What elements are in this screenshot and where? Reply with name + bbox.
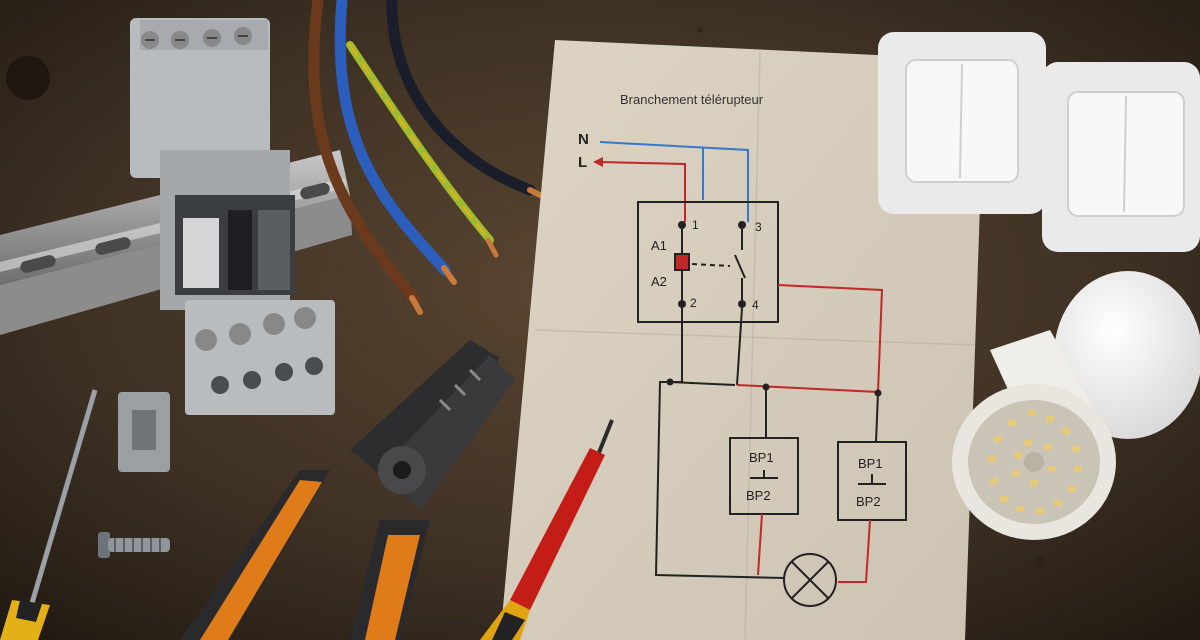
push-button-2-top-label: BP1: [858, 456, 883, 471]
terminal-label-3: 3: [755, 220, 762, 234]
terminal-label-1: 1: [692, 218, 699, 232]
neutral-label: N: [578, 131, 589, 148]
wire-bundle: [308, 0, 563, 315]
wiring-diagram-paper: [500, 40, 985, 640]
screwdriver-left: [0, 389, 98, 640]
live-label: L: [578, 154, 588, 171]
push-button-2-bottom-label: BP2: [856, 494, 881, 509]
neutral-wire-line: [599, 141, 749, 222]
terminal-label-2: 2: [690, 296, 697, 310]
circuit-diagram: [593, 141, 907, 607]
coil-symbol: [674, 253, 690, 271]
led-bulb: [952, 271, 1200, 540]
coil-label-a1: A1: [651, 238, 667, 253]
push-button-box-2: [837, 441, 907, 521]
coil-label-a2: A2: [651, 274, 667, 289]
push-button-1-top-label: BP1: [749, 450, 774, 465]
wire-blue: [334, 0, 451, 276]
bottom-terminal-screws: [195, 307, 323, 394]
wall-switch-2: [1042, 62, 1200, 252]
wire-brown: [308, 0, 421, 306]
wall-switch-1: [878, 32, 1046, 214]
diagram-title: Branchement télérupteur: [620, 92, 764, 107]
push-button-1-bottom-label: BP2: [746, 488, 771, 503]
terminal-label-4: 4: [752, 298, 759, 312]
screw: [98, 532, 170, 558]
lamp-symbol: [783, 553, 837, 607]
push-button-box-1: [729, 437, 799, 515]
relay-module: [130, 18, 335, 415]
workbench-hole: [6, 56, 50, 100]
top-terminal-screws: [141, 27, 252, 49]
relay-symbol-box: [637, 201, 779, 323]
voltage-tester-screwdriver: [480, 419, 614, 640]
wire-black: [386, 0, 536, 196]
plastic-clip: [118, 392, 170, 472]
wire-stripper-pliers: [180, 340, 515, 640]
